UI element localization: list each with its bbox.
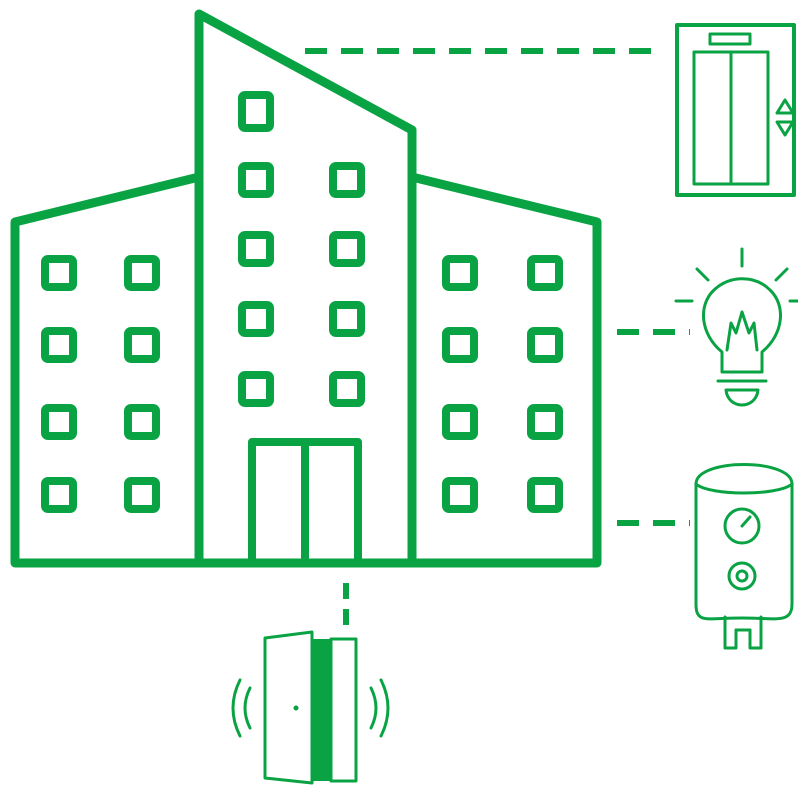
heater-knob-outer	[727, 561, 757, 591]
heater-gauge-needle	[740, 515, 752, 528]
vibration-wave-right-outer	[379, 678, 390, 738]
elevator-down-arrow-icon	[775, 120, 795, 137]
building-entrance	[248, 438, 362, 563]
office-building-icon	[10, 9, 602, 568]
window	[124, 255, 160, 291]
window	[442, 327, 478, 363]
door-handle	[293, 705, 299, 711]
water-heater-icon	[694, 463, 794, 650]
vibration-wave-left-outer	[231, 678, 242, 738]
heater-knob-inner	[735, 569, 749, 583]
window	[329, 371, 365, 407]
window	[527, 477, 563, 513]
elevator-up-arrow-icon	[775, 98, 795, 115]
building-outline	[10, 9, 602, 568]
window	[124, 327, 160, 363]
window	[527, 327, 563, 363]
window	[41, 327, 77, 363]
window	[238, 371, 274, 407]
bulb-glass	[702, 277, 782, 374]
door-frame	[329, 637, 358, 783]
window	[442, 404, 478, 440]
door-sensor-strip	[313, 639, 331, 781]
window	[41, 404, 77, 440]
door-panel	[263, 630, 314, 785]
right-wing-windows	[442, 255, 563, 513]
window	[527, 404, 563, 440]
left-wing-windows	[41, 255, 160, 513]
window	[238, 231, 274, 267]
bulb-ray	[695, 267, 710, 282]
window	[238, 162, 274, 198]
heater-gauge-icon	[723, 507, 761, 545]
window	[329, 301, 365, 337]
elevator-icon	[675, 23, 796, 197]
window	[124, 404, 160, 440]
heater-pipe-right	[748, 615, 763, 650]
light-bulb-icon	[674, 247, 798, 407]
window	[238, 91, 274, 132]
heater-tank	[694, 463, 794, 621]
bulb-filament	[725, 310, 759, 352]
heater-pipe-left	[723, 615, 738, 650]
window	[442, 255, 478, 291]
elevator-frame	[675, 23, 796, 197]
vibration-wave-left-inner	[243, 686, 252, 730]
connector-lines	[305, 48, 690, 630]
window	[124, 477, 160, 513]
elevator-indicator	[708, 32, 752, 46]
window	[329, 231, 365, 267]
window	[442, 477, 478, 513]
bulb-base-cap	[724, 388, 760, 407]
heater-top-rim	[694, 482, 794, 495]
window	[527, 255, 563, 291]
window	[238, 301, 274, 337]
door-sensor-icon	[231, 630, 390, 785]
window	[41, 477, 77, 513]
center-tower-windows	[238, 91, 365, 407]
window	[41, 255, 77, 291]
bulb-ray	[774, 267, 789, 282]
window	[329, 162, 365, 198]
vibration-wave-right-inner	[369, 686, 378, 730]
